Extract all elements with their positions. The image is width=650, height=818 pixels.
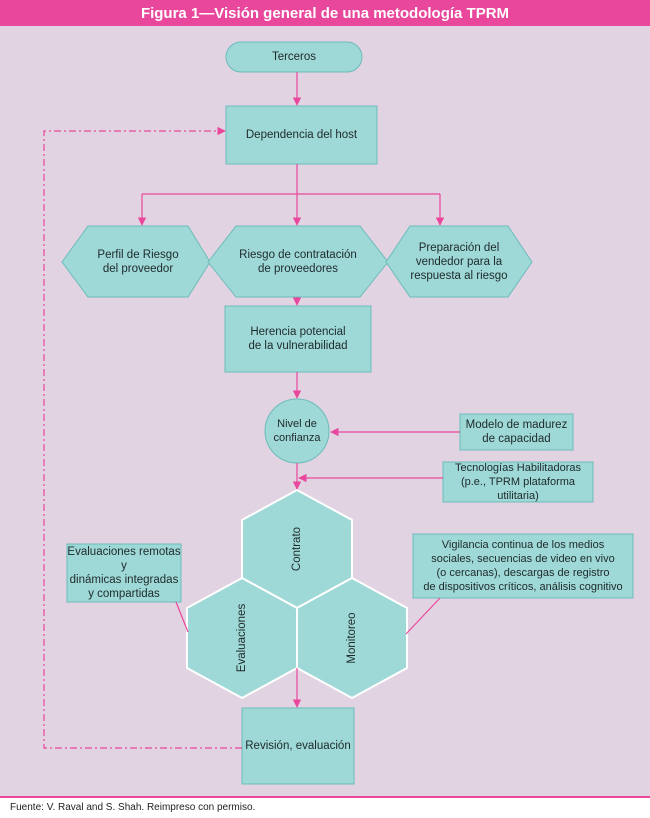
dependencia-label: Dependencia del host [245, 129, 358, 141]
feedback-loop-arrow [43, 126, 242, 749]
preparacion-label: Preparación del vendedor para la respues… [410, 241, 508, 282]
revision-node [241, 707, 355, 785]
connector-remotas-evaluaciones [175, 601, 189, 633]
figure-source: Fuente: V. Raval and S. Shah. Reimpreso … [10, 802, 256, 813]
vigilancia-node [412, 533, 634, 599]
eval-remotas-label: Evaluaciones remotas y dinámicas integra… [67, 546, 181, 600]
preparacion-node [385, 225, 533, 298]
vigilancia-label: Vigilancia continua de los medios social… [423, 539, 623, 593]
tecnologias-label: Tecnologías Habilitadoras (p.e., TPRM pl… [455, 462, 581, 502]
modelo-label: Modelo de madurez de capacidad [465, 419, 568, 445]
revision-label: Revisión, evaluación [245, 740, 351, 752]
perfil-label: Perfil de Riesgo del proveedor [97, 248, 179, 275]
terceros-label: Terceros [271, 51, 317, 63]
dependencia-node [225, 105, 378, 165]
connector-vigilancia-monitoreo [405, 597, 441, 635]
eval-remotas-node [66, 543, 182, 603]
evaluaciones-label: Evaluaciones [236, 603, 248, 673]
contrato-label: Contrato [291, 526, 303, 572]
tecnologias-node [442, 461, 594, 503]
monitoreo-label: Monitoreo [346, 612, 358, 664]
nivel-label: Nivel de confianza [273, 418, 321, 444]
modelo-node [459, 413, 574, 451]
figure-title: Figura 1—Visión general de una metodolog… [0, 0, 650, 26]
herencia-node [224, 305, 372, 373]
herencia-label: Herencia potencial de la vulnerabilidad [248, 326, 348, 352]
terceros-node [225, 41, 363, 73]
riesgo-label: Riesgo de contratación de proveedores [239, 248, 357, 275]
monitoreo-hex [296, 576, 408, 700]
